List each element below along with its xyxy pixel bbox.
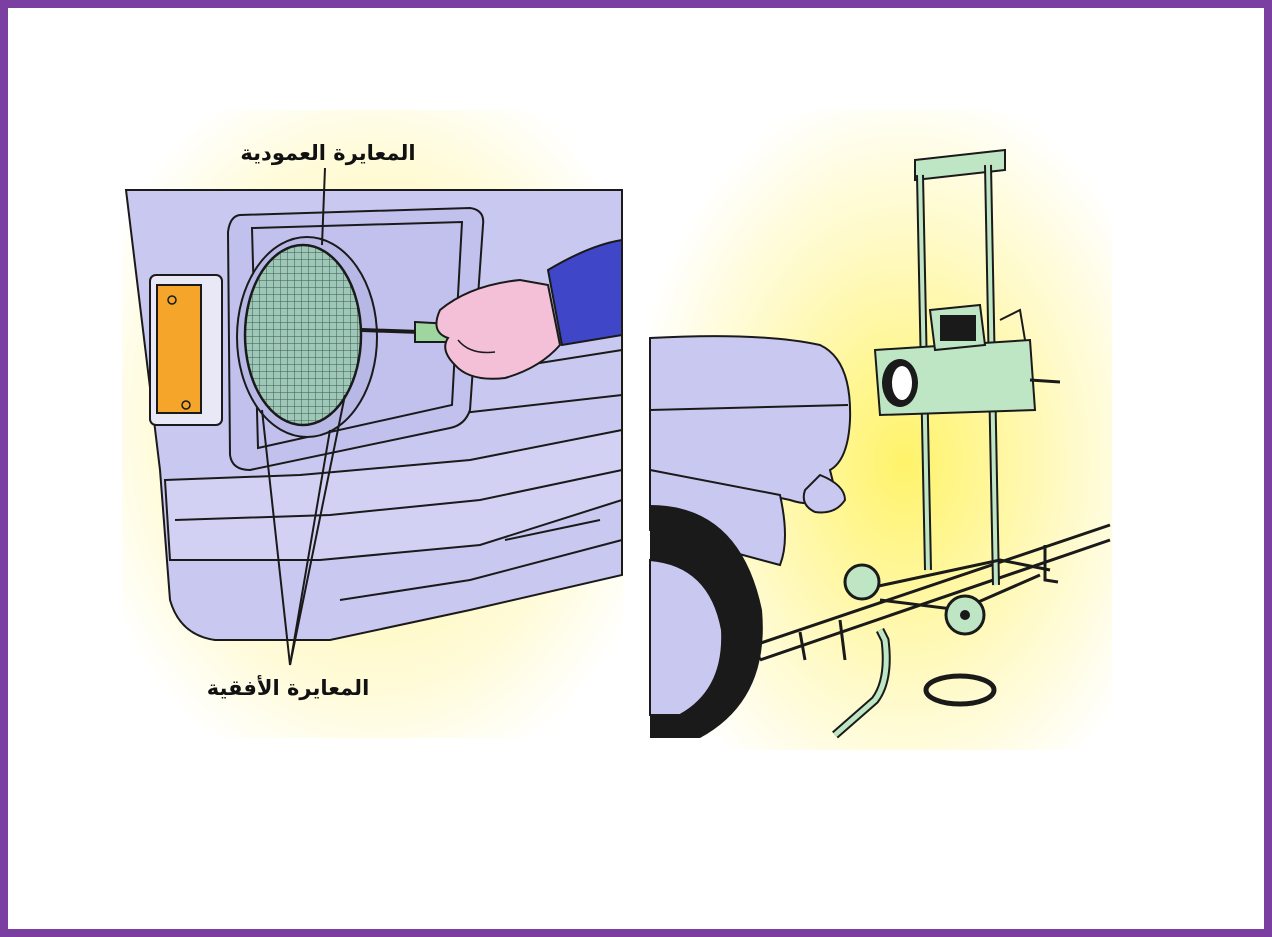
amber-signal-lamp [157, 285, 201, 413]
horizontal-adjustment-label: المعايرة الأفقية [207, 674, 370, 700]
left-caster [845, 565, 879, 599]
headlamp-aimer-illustration [650, 110, 1112, 750]
vertical-adjustment-label: المعايرة العمودية [240, 141, 415, 165]
headlamp-adjustment-illustration: المعايرة العمودية المعايرة الأفقية [122, 110, 624, 738]
